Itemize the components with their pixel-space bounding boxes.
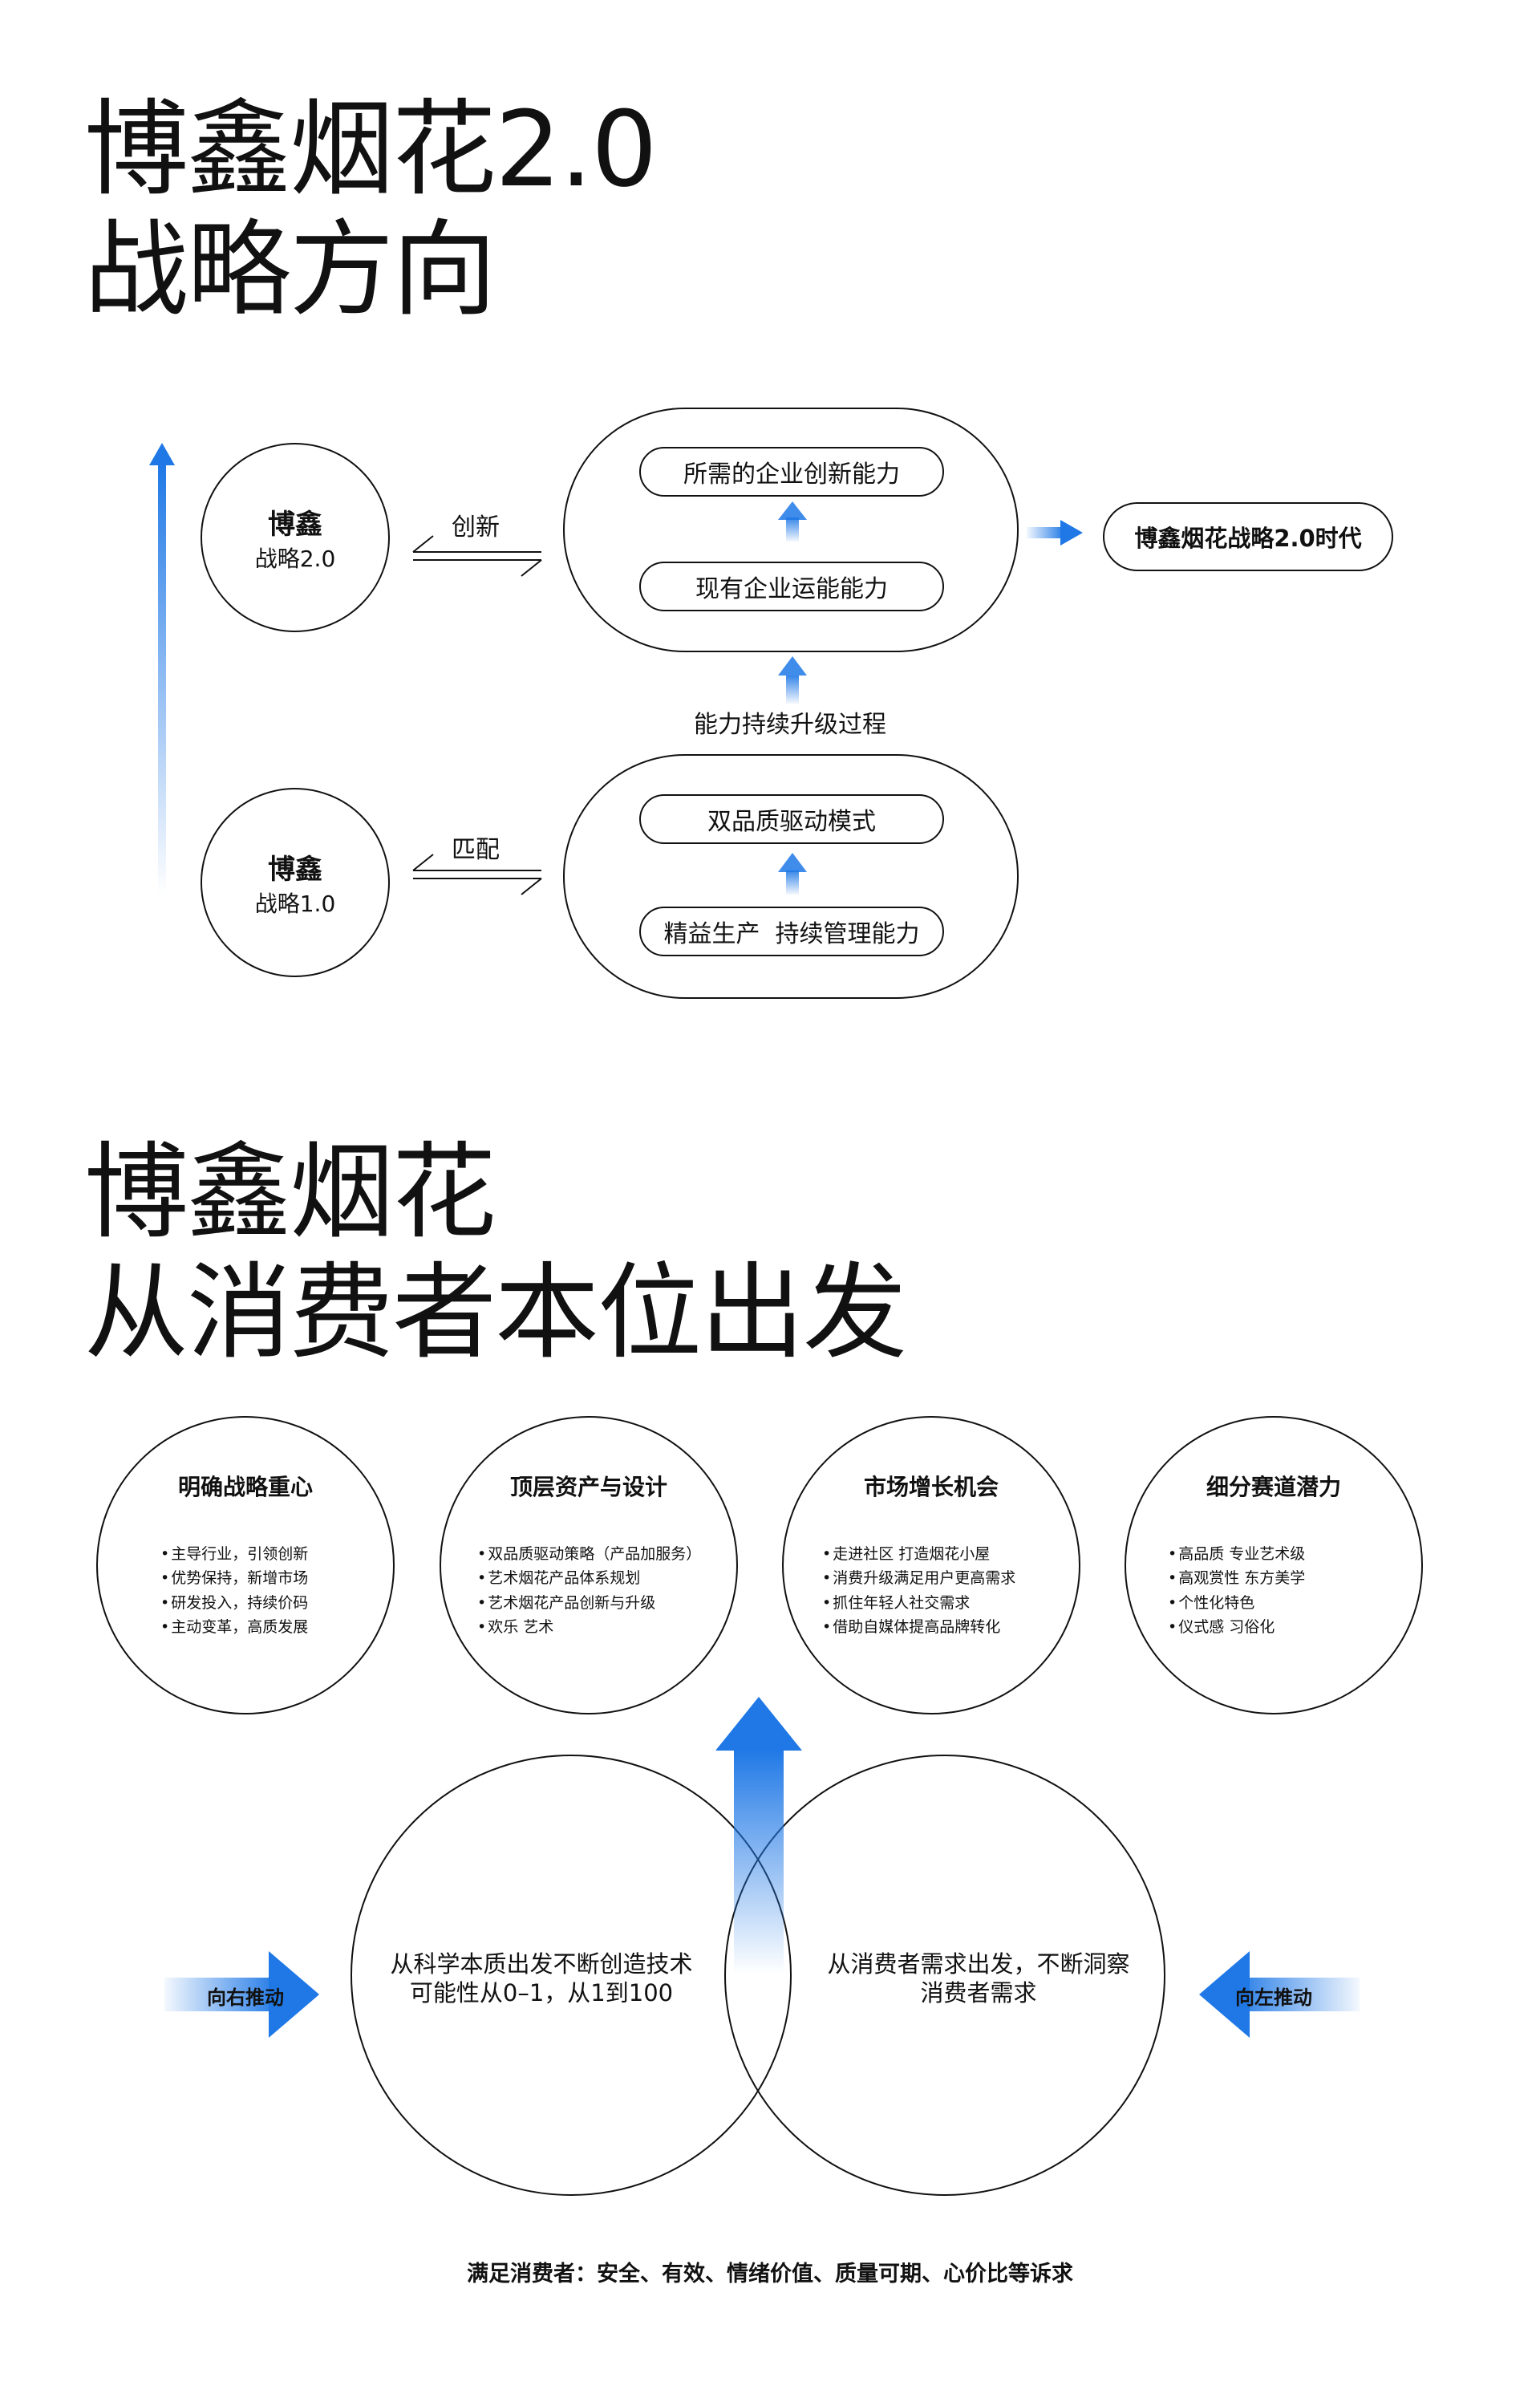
list-item: 走进社区 打造烟花小屋: [822, 1542, 1079, 1566]
bubble-list: 双品质驱动策略（产品加服务） 艺术烟花产品体系规划 艺术烟花产品创新与升级 欢乐…: [477, 1542, 736, 1640]
double-harpoon-icon: [412, 854, 542, 895]
list-item: 消费升级满足用户更高需求: [822, 1566, 1079, 1590]
arrow-up-icon: [715, 1697, 802, 1974]
list-item: 高观赏性 东方美学: [1168, 1566, 1421, 1590]
upper-capability-group: [563, 408, 1019, 652]
arrow-up-icon: [778, 853, 807, 895]
arrow-up-icon: [778, 656, 807, 704]
title-line: 博鑫烟花: [84, 1131, 496, 1253]
list-item: 优势保持，新增市场: [160, 1566, 393, 1590]
list-item: 艺术烟花产品体系规划: [477, 1566, 736, 1590]
title-line: 战略方向: [84, 208, 496, 331]
upgrade-process-label: 能力持续升级过程: [694, 711, 886, 739]
bubble-strategy-focus: 明确战略重心 主导行业，引领创新 优势保持，新增市场 研发投入，持续价码 主动变…: [96, 1416, 395, 1714]
lower-capability-group: [563, 754, 1019, 999]
push-left-label: 向左推动: [1235, 1986, 1312, 2009]
arrow-right-icon: [1027, 520, 1083, 546]
venn-circle-left: [351, 1755, 792, 2196]
list-item: 个性化特色: [1168, 1591, 1421, 1615]
existing-capability-pill: 现有企业运能能力: [639, 562, 944, 611]
list-item: 高品质 专业艺术级: [1168, 1542, 1421, 1566]
section2-title: 博鑫烟花 从消费者本位出发: [84, 1131, 907, 1374]
list-item: 艺术烟花产品创新与升级: [477, 1591, 736, 1615]
link-label-match: 匹配: [452, 836, 500, 864]
arrow-right-icon: [164, 1951, 319, 2038]
bubble-title: 顶层资产与设计: [509, 1474, 667, 1500]
list-item: 抓住年轻人社交需求: [822, 1591, 1079, 1615]
list-item: 主导行业，引领创新: [160, 1542, 393, 1566]
node-sub: 战略1.0: [254, 890, 336, 917]
strategy-1-node: 博鑫 战略1.0: [201, 788, 390, 977]
list-item: 借助自媒体提高品牌转化: [822, 1615, 1079, 1639]
bubble-top-assets: 顶层资产与设计 双品质驱动策略（产品加服务） 艺术烟花产品体系规划 艺术烟花产品…: [440, 1416, 738, 1714]
section1-title: 博鑫烟花2.0 战略方向: [84, 88, 658, 331]
list-item: 双品质驱动策略（产品加服务）: [477, 1542, 736, 1566]
strategy-2-era-pill: 博鑫烟花战略2.0时代: [1103, 502, 1393, 571]
lean-production-pill: 精益生产 持续管理能力: [639, 907, 944, 956]
list-item: 欢乐 艺术: [477, 1615, 736, 1639]
title-line: 博鑫烟花2.0: [84, 88, 658, 210]
bubble-niche-potential: 细分赛道潜力 高品质 专业艺术级 高观赏性 东方美学 个性化特色 仪式感 习俗化: [1125, 1416, 1423, 1714]
double-harpoon-icon: [412, 535, 542, 577]
node-name: 博鑫: [268, 508, 322, 541]
bubble-list: 走进社区 打造烟花小屋 消费升级满足用户更高需求 抓住年轻人社交需求 借助自媒体…: [822, 1542, 1079, 1640]
dual-quality-pill: 双品质驱动模式: [639, 794, 944, 844]
arrow-left-icon: [1199, 1951, 1360, 2038]
list-item: 主动变革，高质发展: [160, 1615, 393, 1639]
strategy-2-node: 博鑫 战略2.0: [201, 443, 390, 632]
bubble-list: 高品质 专业艺术级 高观赏性 东方美学 个性化特色 仪式感 习俗化: [1168, 1542, 1421, 1640]
list-item: 研发投入，持续价码: [160, 1591, 393, 1615]
science-driven-text: 从科学本质出发不断创造技术可能性从0–1，从1到100: [390, 1950, 693, 2007]
required-capability-pill: 所需的企业创新能力: [639, 447, 944, 497]
bubble-market-growth: 市场增长机会 走进社区 打造烟花小屋 消费升级满足用户更高需求 抓住年轻人社交需…: [782, 1416, 1080, 1714]
link-label-innovation: 创新: [452, 513, 500, 542]
venn-circle-right: [724, 1755, 1165, 2196]
title-line: 从消费者本位出发: [84, 1251, 907, 1374]
consumer-driven-text: 从消费者需求出发，不断洞察消费者需求: [827, 1950, 1130, 2007]
bubble-title: 细分赛道潜力: [1206, 1474, 1341, 1500]
node-name: 博鑫: [268, 853, 322, 886]
bubble-list: 主导行业，引领创新 优势保持，新增市场 研发投入，持续价码 主动变革，高质发展: [160, 1542, 393, 1640]
bubble-title: 市场增长机会: [863, 1474, 999, 1500]
push-right-label: 向右推动: [207, 1986, 284, 2009]
list-item: 仪式感 习俗化: [1168, 1615, 1421, 1639]
arrow-up-icon: [149, 443, 175, 895]
arrow-up-icon: [778, 501, 807, 542]
bubble-title: 明确战略重心: [177, 1474, 313, 1500]
node-sub: 战略2.0: [254, 545, 336, 572]
footer-consumer-needs: 满足消费者：安全、有效、情绪价值、质量可期、心价比等诉求: [467, 2262, 1073, 2286]
